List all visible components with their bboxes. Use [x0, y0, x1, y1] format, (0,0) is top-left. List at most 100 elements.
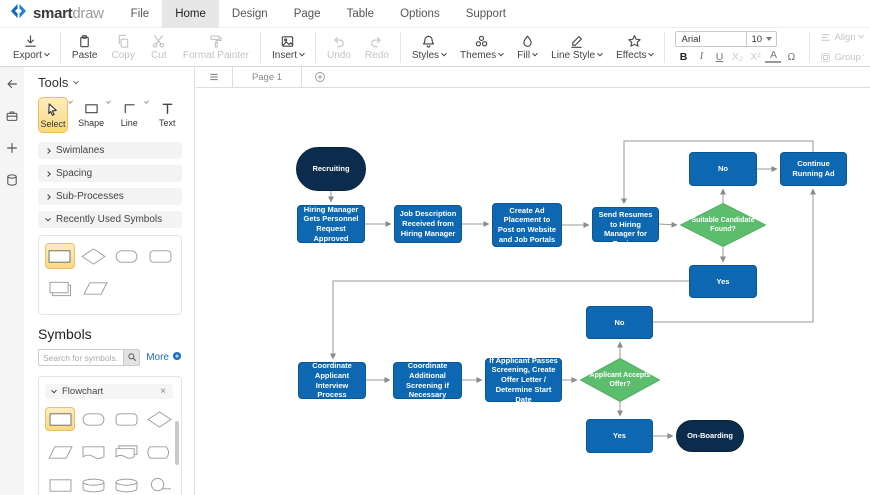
flowchart-node-process[interactable]: Coordinate Additional Screening if Neces… [393, 361, 462, 399]
effects-button[interactable]: Effects [609, 32, 660, 63]
chevron-down-icon [45, 215, 51, 221]
symbol-drum[interactable] [111, 473, 141, 495]
smartdraw-logo[interactable]: smartdraw [0, 3, 118, 25]
chevron-down-icon[interactable] [144, 98, 150, 105]
format-a-button[interactable]: A [765, 50, 782, 63]
flowchart-node-decision[interactable]: Suitable Candidate Found? [680, 203, 766, 247]
symbol-rounded[interactable] [111, 407, 141, 431]
more-symbols-link[interactable]: More [146, 351, 182, 364]
flowchart-node-process[interactable]: Yes [689, 265, 757, 298]
align-button[interactable]: Align [820, 29, 864, 45]
flowchart-node-process[interactable]: No [586, 306, 653, 339]
chevron-down-icon [648, 50, 655, 57]
add-page-button[interactable] [302, 71, 338, 83]
flowchart-node-process[interactable]: Job Description Received from Hiring Man… [394, 205, 462, 243]
symbol-diamond[interactable] [79, 243, 109, 269]
symbol-stadium[interactable] [78, 407, 108, 431]
line-style-icon [569, 34, 584, 49]
symbol-predefined[interactable] [45, 275, 76, 301]
symbol-parallelogram[interactable] [45, 440, 75, 464]
symbol-display[interactable] [144, 440, 174, 464]
section-spacing[interactable]: Spacing [38, 165, 182, 182]
menu-table[interactable]: Table [346, 7, 375, 20]
line-style-button[interactable]: Line Style [544, 32, 609, 63]
symbol-rounded[interactable] [146, 243, 176, 269]
flowchart-node-process[interactable]: Create Ad Placement to Post on Website a… [492, 203, 562, 247]
briefcase-rail-button[interactable] [5, 109, 19, 123]
undo-button[interactable]: Undo [320, 32, 358, 63]
flowchart-node-process[interactable]: No [689, 152, 757, 186]
symbol-search-input[interactable] [38, 349, 124, 366]
paste-button[interactable]: Paste [65, 32, 105, 63]
font-size-select[interactable]: 10 [747, 31, 778, 48]
flowchart-node-terminator[interactable]: Recruiting [296, 147, 366, 191]
flowchart-node-process[interactable]: Receive and Send Resumes to Hiring Manag… [592, 200, 659, 248]
flowchart-node-process[interactable]: Yes [586, 419, 653, 453]
search-button[interactable] [124, 349, 141, 366]
database-rail-button[interactable] [5, 173, 19, 187]
pages-menu-button[interactable] [196, 71, 232, 83]
menu-design[interactable]: Design [231, 7, 268, 20]
menu-options[interactable]: Options [400, 7, 440, 20]
symbol-parallelogram[interactable] [80, 275, 111, 301]
menu-home[interactable]: Home [162, 0, 219, 28]
symbol-rect[interactable] [45, 473, 75, 495]
symbol-stadium[interactable] [112, 243, 142, 269]
symbol-drum[interactable] [78, 473, 108, 495]
chevron-down-icon[interactable] [106, 98, 112, 105]
tool-line[interactable]: Line [114, 97, 144, 131]
symbol-multidoc[interactable] [111, 440, 141, 464]
fill-button[interactable]: Fill [510, 32, 544, 63]
symbol-rect-selected[interactable] [45, 407, 75, 431]
flowchart-node-process[interactable]: Coordinate Applicant Interview Process [298, 361, 366, 399]
symbol-circle-line[interactable] [144, 473, 174, 495]
flowchart-node-terminator[interactable]: On-Boarding [676, 420, 744, 452]
format-i-button[interactable]: I [699, 51, 704, 62]
section-sub-processes[interactable]: Sub-Processes [38, 188, 182, 205]
copy-button[interactable]: Copy [104, 32, 141, 63]
symbol-panel-scrollbar[interactable] [175, 421, 179, 465]
format-x²-button[interactable]: X² [750, 50, 761, 63]
menu-page[interactable]: Page [293, 7, 321, 20]
chevron-down-icon[interactable] [68, 98, 74, 105]
section-recently-used-symbols[interactable]: Recently Used Symbols [38, 211, 182, 228]
format-b-button[interactable]: B [679, 50, 688, 63]
menu-file[interactable]: File [130, 7, 150, 20]
tool-shape[interactable]: Shape [76, 97, 106, 131]
flowchart-node-process[interactable]: If Applicant Passes Screening, Create Of… [485, 356, 562, 404]
format-painter-button[interactable]: Format Painter [176, 32, 256, 63]
cut-button[interactable]: Cut [142, 32, 176, 63]
format-ω-button[interactable]: Ω [787, 50, 796, 63]
symbol-rect-selected[interactable] [45, 243, 75, 269]
tools-panel-header[interactable]: Tools [38, 75, 182, 90]
copy-icon [116, 34, 131, 49]
tool-select[interactable]: Select [38, 97, 68, 133]
redo-button[interactable]: Redo [358, 32, 396, 63]
flowchart-node-process[interactable]: Hiring Manager Gets Personnel Request Ap… [297, 205, 365, 243]
styles-button[interactable]: Styles [405, 32, 453, 63]
plus-rail-button[interactable] [5, 141, 19, 155]
back-arrow-rail-button[interactable] [5, 77, 19, 91]
symbol-diamond[interactable] [144, 407, 174, 431]
format-x₂-button[interactable]: X₂ [731, 50, 744, 63]
chevron-down-icon [299, 50, 305, 57]
section-swimlanes[interactable]: Swimlanes [38, 142, 182, 159]
insert-button[interactable]: Insert [265, 32, 311, 63]
menu-support[interactable]: Support [465, 7, 506, 20]
themes-button[interactable]: Themes [453, 32, 510, 63]
close-icon[interactable]: × [160, 386, 166, 397]
flowchart-node-decision[interactable]: Applicant Accepts Offer? [580, 358, 660, 402]
plus-icon [5, 141, 19, 155]
format-u-button[interactable]: U [715, 50, 724, 63]
export-button[interactable]: Export [6, 32, 56, 63]
group-button[interactable]: Group [820, 49, 864, 65]
tab-page-1[interactable]: Page 1 [232, 66, 302, 88]
chevron-right-icon [45, 147, 51, 154]
chevron-down-icon [44, 50, 50, 57]
font-family-input[interactable]: Arial [675, 31, 748, 48]
flowchart-group-header[interactable]: Flowchart × [45, 384, 173, 399]
flowchart-node-process[interactable]: Continue Running Ad [780, 152, 847, 186]
symbol-document[interactable] [78, 440, 108, 464]
tool-text[interactable]: Text [152, 97, 182, 131]
